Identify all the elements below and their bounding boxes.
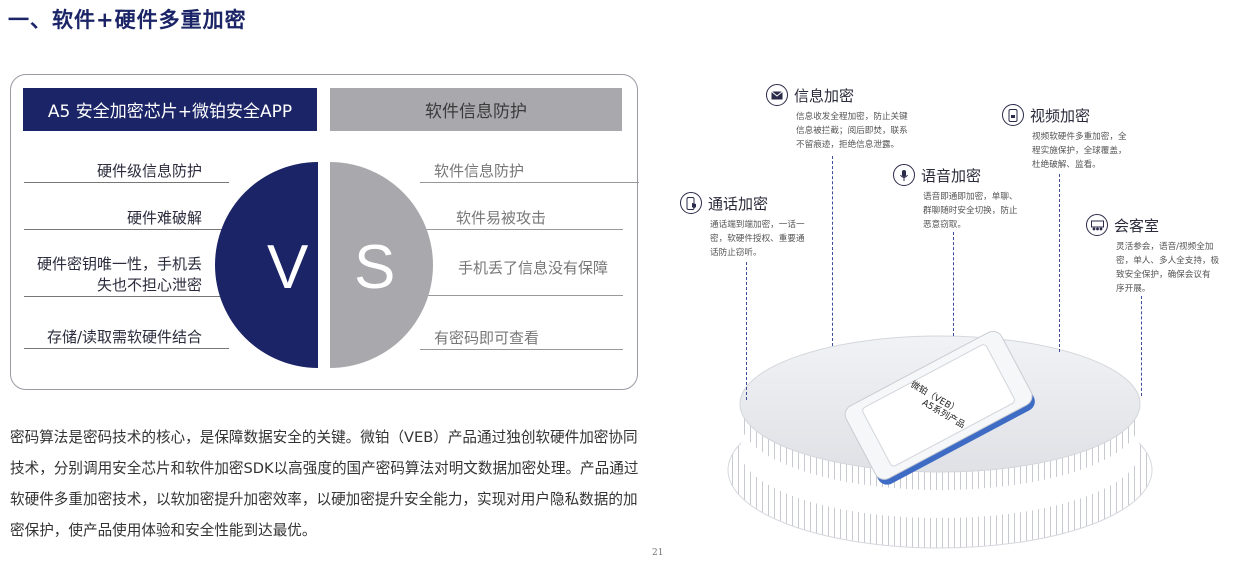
mic-icon — [893, 164, 915, 186]
meeting-icon — [1086, 214, 1108, 236]
feature-voice-title: 语音加密 — [921, 166, 982, 185]
envelope-icon — [766, 84, 788, 106]
phone-device: 微铂（VEB） A5系列产品 — [844, 330, 1035, 485]
right-item-software-protection: 软件信息防护 — [420, 160, 639, 183]
s-half-circle — [330, 162, 433, 368]
left-item-hard-to-crack: 硬件难破解 — [24, 207, 229, 230]
feature-info-desc: 不留痕迹，拒绝信息泄露。 — [796, 140, 900, 150]
connector-voice — [953, 232, 954, 336]
connector-video — [1059, 174, 1060, 352]
feature-call-desc: 密，软硬件授权、重要通 — [710, 234, 805, 244]
right-item-no-guarantee: 手机丢了信息没有保障 — [420, 257, 623, 296]
feature-voice-desc: 群聊随时安全切换，防止 — [923, 206, 1018, 216]
left-item-unique-key-line2: 失也不担心泄密 — [96, 276, 202, 294]
feature-video: 视频加密 视频软硬件多重加密，全 程实施保护，全球覆盖， 杜绝破解、监看。 — [1002, 104, 1127, 172]
feature-meeting-desc: 密，单人、多人全支持，极 — [1116, 256, 1220, 266]
feature-voice-desc: 恶意窃取。 — [923, 220, 966, 230]
feature-call: 通话加密 通话端到端加密，一话一 密，软硬件授权、重要通 话防止窃听。 — [680, 192, 805, 260]
feature-call-title: 通话加密 — [708, 194, 769, 213]
comparison-right-header: 软件信息防护 — [330, 88, 622, 131]
connector-meeting — [1141, 296, 1142, 396]
vs-graphic: V S — [214, 150, 438, 384]
feature-meeting: 会客室 灵活参会，语音/视频全加 密，单人、多人全支持，极 致安全保护，确保会议… — [1086, 214, 1219, 296]
video-phone-icon — [1002, 104, 1024, 126]
v-half-circle — [215, 162, 318, 368]
feature-meeting-title: 会客室 — [1114, 216, 1160, 235]
right-item-easy-attack: 软件易被攻击 — [420, 207, 623, 230]
left-item-unique-key: 硬件密钥唯一性，手机丢 失也不担心泄密 — [24, 254, 229, 297]
s-letter: S — [354, 233, 395, 302]
body-paragraph: 密码算法是密码技术的核心，是保障数据安全的关键。微铂（VEB）产品通过独创软硬件… — [10, 429, 639, 539]
feature-voice: 语音加密 语音即通即加密，单聊、 群聊随时安全切换，防止 恶意窃取。 — [893, 164, 1018, 232]
v-letter: V — [267, 233, 309, 302]
feature-meeting-desc: 致安全保护，确保会议有 — [1116, 270, 1211, 280]
feature-info: 信息加密 信息收发全程加密，防止关键 信息被拦截；阅后即焚，联系 不留痕迹，拒绝… — [766, 84, 908, 152]
section-title: 一、软件+硬件多重加密 — [8, 8, 247, 32]
left-item-hardware-protection: 硬件级信息防护 — [24, 160, 229, 183]
feature-info-desc: 信息被拦截；阅后即焚，联系 — [796, 126, 908, 136]
feature-info-title: 信息加密 — [794, 86, 855, 105]
feature-video-desc: 程实施保护，全球覆盖， — [1032, 146, 1127, 156]
connector-call — [746, 262, 747, 400]
comparison-card — [10, 74, 638, 390]
feature-voice-desc: 语音即通即加密，单聊、 — [923, 192, 1018, 202]
comparison-left-header: A5 安全加密芯片+微铂安全APP — [23, 88, 317, 131]
phone-shield-icon — [680, 192, 702, 214]
feature-info-desc: 信息收发全程加密，防止关键 — [796, 112, 908, 122]
feature-meeting-desc: 灵活参会，语音/视频全加 — [1116, 242, 1214, 252]
connector-info — [832, 156, 833, 346]
feature-call-desc: 话防止窃听。 — [710, 248, 762, 258]
right-item-password-view: 有密码即可查看 — [420, 327, 623, 350]
feature-video-title: 视频加密 — [1030, 106, 1091, 125]
left-item-unique-key-line1: 硬件密钥唯一性，手机丢 — [36, 255, 202, 273]
feature-video-desc: 视频软硬件多重加密，全 — [1032, 132, 1127, 142]
left-item-storage: 存储/读取需软硬件结合 — [24, 326, 229, 349]
feature-video-desc: 杜绝破解、监看。 — [1032, 160, 1101, 170]
feature-meeting-desc: 序开展。 — [1116, 284, 1151, 294]
platform-illustration: 微铂（VEB） A5系列产品 — [720, 320, 1160, 564]
feature-call-desc: 通话端到端加密，一话一 — [710, 220, 805, 230]
page-number: 21 — [652, 548, 664, 558]
